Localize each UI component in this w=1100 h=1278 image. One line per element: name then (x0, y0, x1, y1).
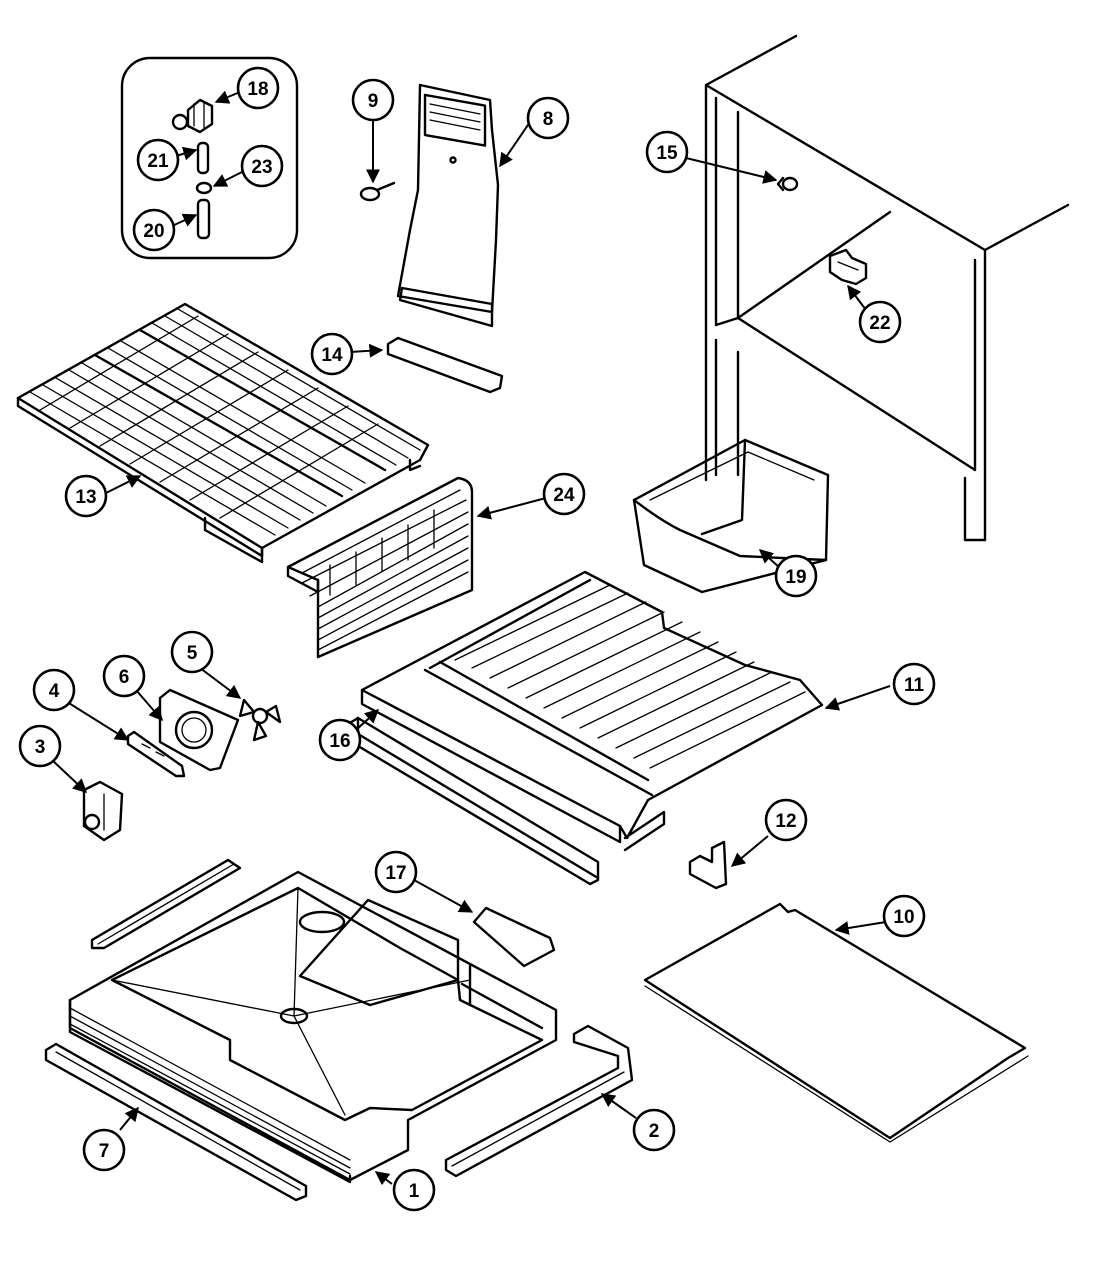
callout-9: 9 (351, 78, 395, 122)
part-13-wire-shelf (16, 302, 430, 564)
callout-17-label: 17 (385, 863, 406, 884)
callout-24-label: 24 (553, 485, 575, 506)
part-22-hinge-clip (828, 248, 868, 286)
callout-19: 19 (774, 554, 818, 598)
callout-4: 4 (32, 668, 76, 712)
part-2-side-rail (444, 1024, 634, 1178)
callout-2-label: 2 (649, 1121, 660, 1142)
part-12-clip (688, 840, 728, 890)
callout-14-label: 14 (321, 345, 343, 366)
callout-14: 14 (310, 332, 354, 376)
callout-20-label: 20 (143, 221, 164, 242)
part-19-crisper-bin (632, 438, 830, 594)
callout-8: 8 (526, 96, 570, 140)
callout-5-label: 5 (187, 643, 198, 664)
callout-3-label: 3 (35, 737, 46, 758)
callout-1-label: 1 (409, 1181, 420, 1202)
callout-10-label: 10 (893, 907, 914, 928)
callout-5: 5 (170, 630, 214, 674)
callout-1: 1 (392, 1168, 436, 1212)
part-23-nut (195, 181, 213, 195)
callout-21-label: 21 (147, 151, 169, 172)
part-7-front-rail (44, 1042, 308, 1202)
callout-6: 6 (102, 654, 146, 698)
part-5-fan-blade (238, 698, 282, 742)
leader-lines (51, 90, 891, 1186)
part-21-tube (196, 141, 210, 175)
callout-23: 23 (240, 144, 284, 188)
callout-12-label: 12 (775, 811, 796, 832)
part-17-drain-cover (472, 906, 556, 968)
part-1-base-pan (68, 870, 558, 1184)
callout-3: 3 (18, 724, 62, 768)
callout-16-label: 16 (329, 731, 350, 752)
callout-21: 21 (136, 138, 180, 182)
part-15-plug (776, 176, 799, 192)
part-24-crisper-cover (286, 476, 474, 659)
part-4-bracket (126, 730, 186, 778)
part-14-strip (386, 336, 504, 394)
part-9-screw (359, 181, 396, 202)
callout-24: 24 (542, 472, 586, 516)
callout-17: 17 (374, 850, 418, 894)
callout-18: 18 (236, 66, 280, 110)
callout-15-label: 15 (656, 143, 678, 164)
left-rail (90, 858, 242, 950)
callout-23-label: 23 (251, 157, 272, 178)
callout-2: 2 (632, 1108, 676, 1152)
callout-19-label: 19 (785, 567, 806, 588)
part-18-fitting (171, 98, 214, 134)
part-10-panel (643, 902, 1029, 1143)
callout-15: 15 (645, 130, 689, 174)
callout-22-label: 22 (869, 313, 890, 334)
callout-12: 12 (764, 798, 808, 842)
callout-6-label: 6 (119, 667, 130, 688)
part-3-switch (82, 780, 124, 842)
callout-7-label: 7 (99, 1141, 110, 1162)
callout-16: 16 (318, 718, 362, 762)
part-8-duct-cover (396, 83, 500, 328)
callout-13: 13 (64, 474, 108, 518)
callout-18-label: 18 (247, 79, 268, 100)
part-20-tube (196, 198, 211, 240)
callout-11-label: 11 (904, 675, 925, 696)
part-11-shelf-frame (360, 570, 824, 852)
fitting-inset-box (120, 56, 299, 260)
cabinet-outline (704, 34, 1070, 542)
part-6-fan-bracket (158, 688, 240, 772)
callout-4-label: 4 (49, 681, 60, 702)
callout-11: 11 (892, 662, 936, 706)
callout-13-label: 13 (75, 487, 96, 508)
callout-22: 22 (858, 300, 902, 344)
callout-9-label: 9 (368, 91, 379, 112)
callout-8-label: 8 (543, 109, 554, 130)
callout-7: 7 (82, 1128, 126, 1172)
callout-10: 10 (882, 894, 926, 938)
callout-20: 20 (132, 208, 176, 252)
